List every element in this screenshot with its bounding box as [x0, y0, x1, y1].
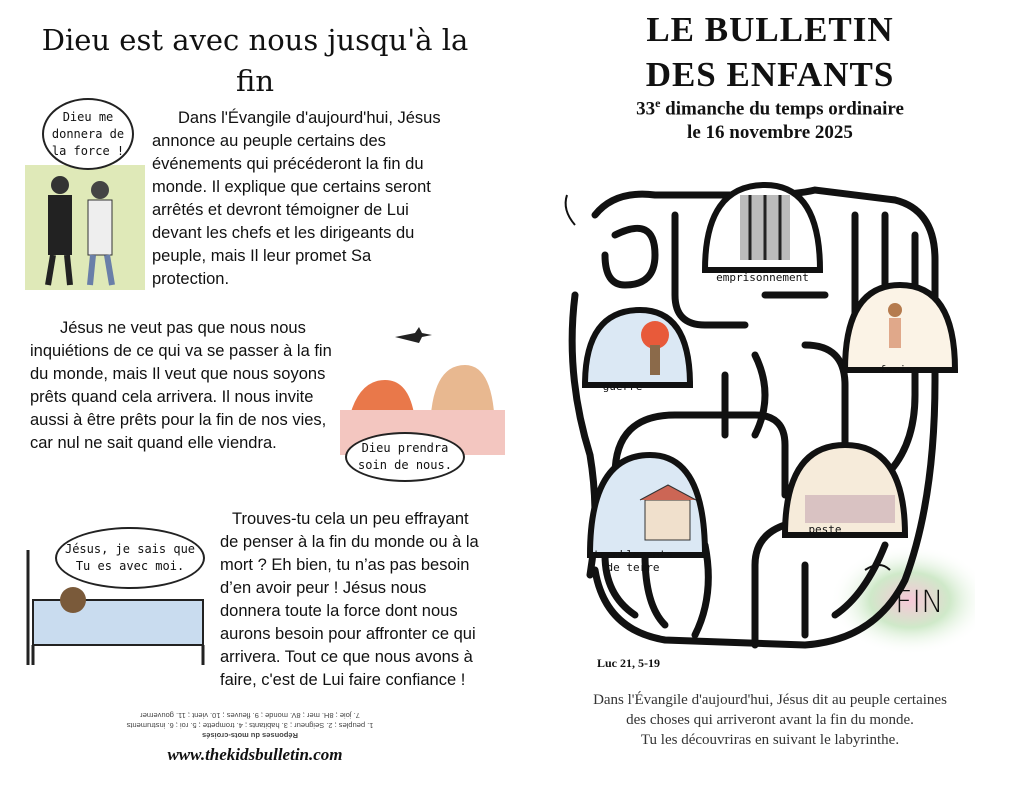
- paragraph-3-text: Trouves-tu cela un peu effrayant de pens…: [220, 510, 479, 689]
- scene-plague: [781, 441, 909, 538]
- sunday-number: 33: [636, 98, 656, 120]
- maze-label-famine: famine: [879, 363, 920, 376]
- speech-bubble: Dieu me donnera de la force !: [42, 98, 134, 170]
- maze-label-war: guerre: [602, 380, 643, 393]
- answers-title: Réponses du mots-croisés: [202, 731, 298, 740]
- paragraph-2: Jésus ne veut pas que nous nous inquiéti…: [30, 319, 332, 452]
- maze-caption: Dans l'Évangile d'aujourd'hui, Jésus dit…: [560, 690, 980, 750]
- website-link[interactable]: www.thekidsbulletin.com: [167, 745, 343, 764]
- crossword-answers: Réponses du mots-croisés 1. peuples ; 2.…: [110, 710, 390, 740]
- maze-label-prison: emprisonnement: [716, 271, 809, 284]
- maze-end-label: FIN: [895, 585, 944, 620]
- caption-line: Tu les découvriras en suivant le labyrin…: [640, 732, 900, 748]
- illustration-hospital-bed: [26, 550, 205, 665]
- answers-line: 7. joie ; 8H. mer ; 8V. monde ; 9. fleuv…: [140, 711, 360, 720]
- caption-line: des choses qui arriveront avant la fin d…: [626, 712, 914, 728]
- bulletin-title-line-2: DES ENFANTS: [645, 55, 895, 94]
- page-title: Dieu est avec nous jusqu'à la fin: [41, 23, 469, 98]
- speech-bubble: Dieu prendra soin de nous.: [345, 432, 465, 482]
- maze: [564, 181, 975, 655]
- paragraph-1: Dans l'Évangile d'aujourd'hui, Jésus ann…: [152, 109, 441, 288]
- scene-prison: [701, 181, 824, 273]
- sunday-suffix: e: [655, 96, 661, 110]
- speech-bubble: Jésus, je sais que Tu es avec moi.: [55, 527, 205, 589]
- paragraph-3: Trouves-tu cela un peu effrayant de pens…: [105, 508, 485, 692]
- scene-famine: [841, 281, 959, 373]
- maze-label-plague: peste: [808, 523, 842, 536]
- maze-label-earthquake: tremblements de terre: [593, 548, 673, 574]
- illustration-friends: [25, 165, 145, 290]
- bulletin-title-line-1: LE BULLETIN: [646, 10, 894, 49]
- sunday-text: dimanche du temps ordinaire: [660, 98, 904, 120]
- sunday-subtitle: 33e dimanche du temps ordinaire: [560, 96, 980, 120]
- caption-line: Dans l'Évangile d'aujourd'hui, Jésus dit…: [593, 692, 947, 708]
- scene-earthquake: [586, 451, 709, 558]
- scripture-reference: Luc 21, 5-19: [597, 656, 660, 670]
- answers-line: 1. peuples ; 2. Seigneur ; 3. habitants …: [126, 721, 374, 730]
- scene-war: [581, 306, 694, 388]
- date: le 16 novembre 2025: [687, 122, 853, 143]
